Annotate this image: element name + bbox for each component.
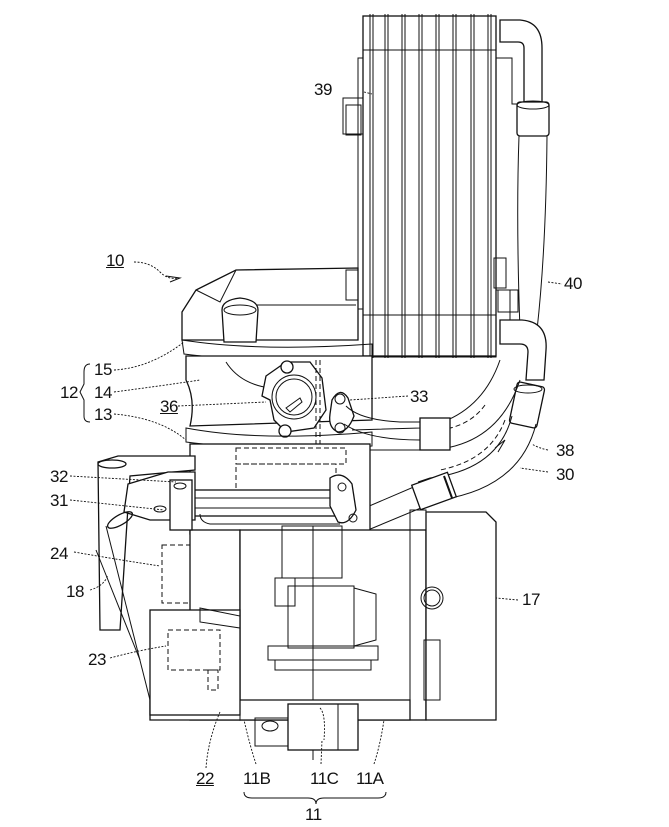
label-head-cover: 15 [94, 360, 112, 379]
label-crankcase-b: 11B [243, 769, 271, 788]
label-cylinder-group: 12 [60, 383, 78, 402]
label-part-22: 22 [196, 769, 214, 788]
label-oil-passage: 30 [556, 465, 574, 484]
label-part-18: 18 [66, 582, 84, 601]
label-pipe-31: 31 [50, 491, 68, 510]
label-cylinder-head: 14 [94, 383, 112, 402]
label-pipe-32: 32 [50, 467, 68, 486]
hose-40 [499, 19, 550, 381]
label-connector: 33 [410, 387, 428, 406]
label-crankcase-c: 11C [310, 769, 339, 788]
label-part-24: 24 [50, 544, 68, 563]
cylinder-head [185, 355, 421, 700]
label-hose-40: 40 [564, 274, 582, 293]
label-cylinder-block: 13 [94, 405, 112, 424]
label-engine: 10 [106, 251, 124, 270]
left-cover [95, 455, 241, 720]
label-crankcase: 11 [305, 805, 322, 824]
hose-38 [351, 359, 546, 531]
label-hose-38: 38 [556, 441, 574, 460]
leader-lines [69, 91, 563, 805]
label-oil-cooler: 39 [314, 80, 332, 99]
label-thermostat: 36 [160, 397, 178, 416]
head-cover [181, 267, 373, 361]
oil-cooler [342, 14, 520, 358]
label-generator-cover: 17 [522, 590, 540, 609]
label-part-23: 23 [88, 650, 106, 669]
label-crankcase-a: 11A [356, 769, 384, 788]
cylinder-block [185, 427, 373, 621]
